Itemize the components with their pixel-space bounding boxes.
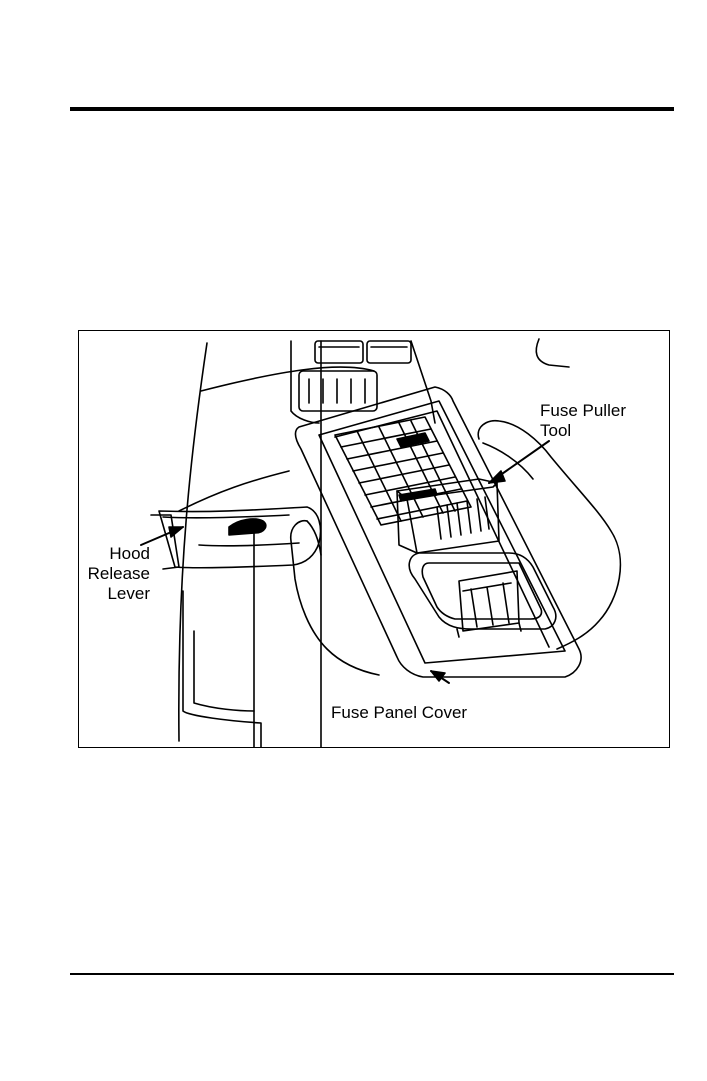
callout-fuse-puller-tool: Fuse Puller Tool <box>540 401 626 441</box>
callout-hood-line1: Hood <box>80 544 150 564</box>
callout-hood-line3: Lever <box>80 584 150 604</box>
callout-fuse-panel-cover: Fuse Panel Cover <box>331 703 467 723</box>
callout-hood-release-lever: Hood Release Lever <box>80 544 150 604</box>
fuse-panel-cover-shape <box>295 387 581 677</box>
callout-fuse-panel-cover-text: Fuse Panel Cover <box>331 703 467 723</box>
fuse-chart-grid <box>335 417 471 525</box>
fuse-panel-illustration <box>78 330 670 748</box>
fuse-panel-drawing <box>79 331 670 748</box>
callout-fuse-puller-line2: Tool <box>540 421 626 441</box>
footer-rule <box>70 973 674 975</box>
left-hand <box>291 521 379 675</box>
cover-handle <box>409 553 556 629</box>
hood-release-lever-shape <box>151 507 321 569</box>
header-rule <box>70 107 674 111</box>
callout-hood-line2: Release <box>80 564 150 584</box>
callout-fuse-puller-line1: Fuse Puller <box>540 401 626 421</box>
